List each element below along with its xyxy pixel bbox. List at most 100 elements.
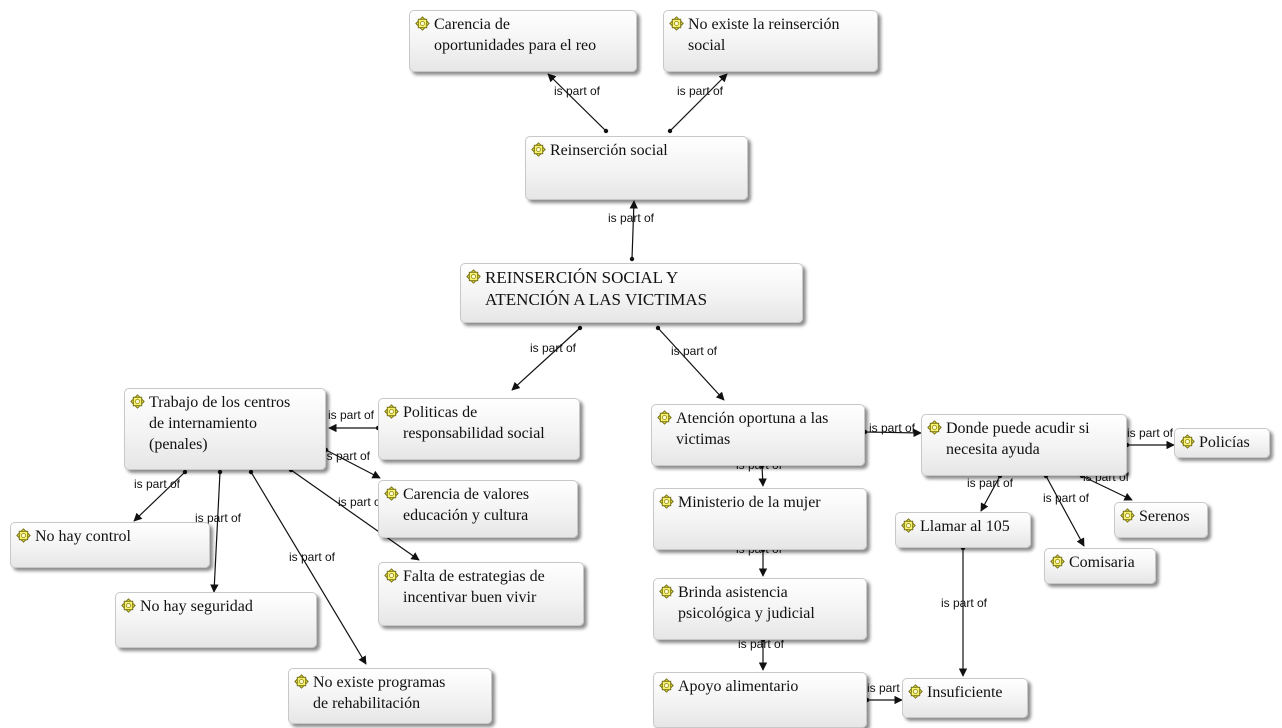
concept-icon [1050, 552, 1069, 573]
concept-icon [384, 566, 403, 587]
edge-label: is part of [288, 550, 336, 564]
edge-trabajo_centros-to-no_hay_control [133, 471, 186, 522]
concept-icon [121, 596, 140, 617]
node-falta-estrategias[interactable]: Falta de estrategias de incentivar buen v… [378, 562, 584, 626]
edge-source-dot [577, 325, 583, 331]
edge-label: is part of [1126, 426, 1174, 440]
node-serenos[interactable]: Serenos [1114, 502, 1208, 538]
node-label-line: social [688, 37, 726, 54]
edge-trabajo_centros-to-no_hay_seguridad [210, 471, 221, 593]
node-label-line: incentivar buen vivir [403, 589, 537, 606]
node-label-line: Ministerio de la mujer [678, 494, 821, 511]
node-reinsercion-social-atencion-victimas[interactable]: REINSERCIÓN SOCIAL Y ATENCIÓN A LAS VICTI… [460, 263, 803, 323]
node-label-line: responsabilidad social [403, 425, 545, 442]
edge-atencion_oportuna-to-donde_acudir [864, 428, 922, 438]
node-label-line: psicológica y judicial [678, 605, 815, 622]
concept-icon [384, 402, 403, 423]
edge-label: is part of [866, 681, 914, 695]
edge-donde_acudir-to-comisaria [1045, 475, 1085, 547]
node-label-line: No existe la reinserción [688, 16, 840, 33]
edge-label: is part of [133, 477, 181, 491]
node-label-line: Politicas de [403, 404, 478, 421]
node-label-line: ATENCIÓN A LAS VICTIMAS [485, 290, 708, 309]
concept-icon [659, 582, 678, 603]
node-label-line: Policías [1199, 434, 1250, 451]
edge-trabajo_centros-to-carencia_valores [325, 449, 381, 479]
node-label-line: Reinserción social [550, 142, 668, 159]
node-label-line: victimas [676, 431, 731, 448]
edge-label: is part of [323, 449, 371, 463]
node-label-line: de internamiento [149, 415, 257, 432]
node-label-line: Carencia de valores [403, 486, 530, 503]
edge-atencion_oportuna-to-ministerio_mujer [758, 465, 767, 487]
node-label-line: Trabajo de los centros [149, 394, 291, 411]
concept-icon [16, 526, 35, 547]
concept-icon [294, 672, 313, 693]
edge-label: is part of [670, 344, 718, 358]
concept-icon [927, 418, 946, 439]
node-politicas[interactable]: Politicas de responsabilidad social [378, 398, 580, 460]
node-label-line: Falta de estrategias de [403, 568, 545, 585]
node-no-existe-reinsercion[interactable]: No existe la reinserción social [663, 10, 878, 72]
concept-icon [659, 492, 678, 513]
edge-label: is part of [737, 637, 785, 651]
concept-icon [901, 516, 920, 537]
node-label-line: Brinda asistencia [678, 584, 788, 601]
edge-label: is part of [327, 408, 375, 422]
node-reinsercion-social[interactable]: Reinserción social [525, 136, 748, 200]
edge-source-dot [603, 128, 609, 134]
edge-trabajo_centros-to-falta_estrategias [290, 469, 420, 561]
edge-source-dot [655, 325, 661, 331]
edge-root-to-reinsercion_social [629, 200, 638, 260]
node-llamar-105[interactable]: Llamar al 105 [895, 512, 1031, 548]
node-label-line: Serenos [1139, 508, 1190, 525]
edge-label: is part of [940, 596, 988, 610]
node-label-line: (penales) [149, 436, 208, 453]
concept-icon [531, 140, 550, 161]
node-label-line: Apoyo alimentario [678, 678, 799, 695]
node-policias[interactable]: Policías [1174, 428, 1270, 458]
edge-reinsercion_social-to-no_existe_reinsercion [669, 73, 728, 132]
edge-label: is part of [194, 511, 242, 525]
edge-label: is part of [337, 495, 385, 509]
concept-icon [657, 408, 676, 429]
node-label-line: de rehabilitación [313, 695, 421, 712]
concept-icon [384, 484, 403, 505]
node-comisaria[interactable]: Comisaria [1044, 548, 1156, 584]
node-label-line: Atención oportuna a las [676, 410, 829, 427]
node-apoyo-alimentario[interactable]: Apoyo alimentario [653, 672, 867, 728]
edge-source-dot [182, 469, 188, 475]
edge-root-to-atencion_oportuna [657, 327, 725, 401]
node-label-line: Comisaria [1069, 554, 1135, 571]
edge-label: is part of [553, 84, 601, 98]
node-label-line: REINSERCIÓN SOCIAL Y [485, 268, 679, 287]
edge-source-dot [248, 469, 254, 475]
node-label-line: Insuficiente [927, 684, 1003, 701]
node-label-line: No hay seguridad [140, 598, 253, 615]
edge-source-dot [217, 469, 223, 475]
node-no-hay-seguridad[interactable]: No hay seguridad [115, 592, 317, 648]
node-label-line: No existe programas [313, 674, 446, 691]
edge-label: is part of [966, 476, 1014, 490]
node-label-line: Donde puede acudir si [946, 420, 1090, 437]
node-trabajo-centros[interactable]: Trabajo de los centros de internamiento (p… [124, 388, 326, 470]
node-no-hay-control[interactable]: No hay control [10, 522, 210, 568]
concept-icon [415, 14, 434, 35]
edge-root-to-trabajo_centros [511, 327, 581, 391]
concept-icon [1120, 506, 1139, 527]
node-label-line: oportunidades para el reo [434, 37, 597, 54]
edge-donde_acudir-to-llamar_105 [980, 475, 1001, 512]
node-ministerio-mujer[interactable]: Ministerio de la mujer [653, 488, 867, 550]
concept-icon [659, 676, 678, 697]
concept-icon [669, 14, 688, 35]
node-brinda-asistencia[interactable]: Brinda asistencia psicológica y judicial [653, 578, 867, 640]
edge-label: is part of [676, 84, 724, 98]
concept-icon [908, 682, 927, 703]
edge-donde_acudir-to-serenos [1081, 475, 1133, 501]
node-atencion-oportuna[interactable]: Atención oportuna a las victimas [651, 404, 865, 466]
node-insuficiente[interactable]: Insuficiente [902, 678, 1028, 718]
node-no-existe-programas[interactable]: No existe programas de rehabilitación [288, 668, 492, 724]
